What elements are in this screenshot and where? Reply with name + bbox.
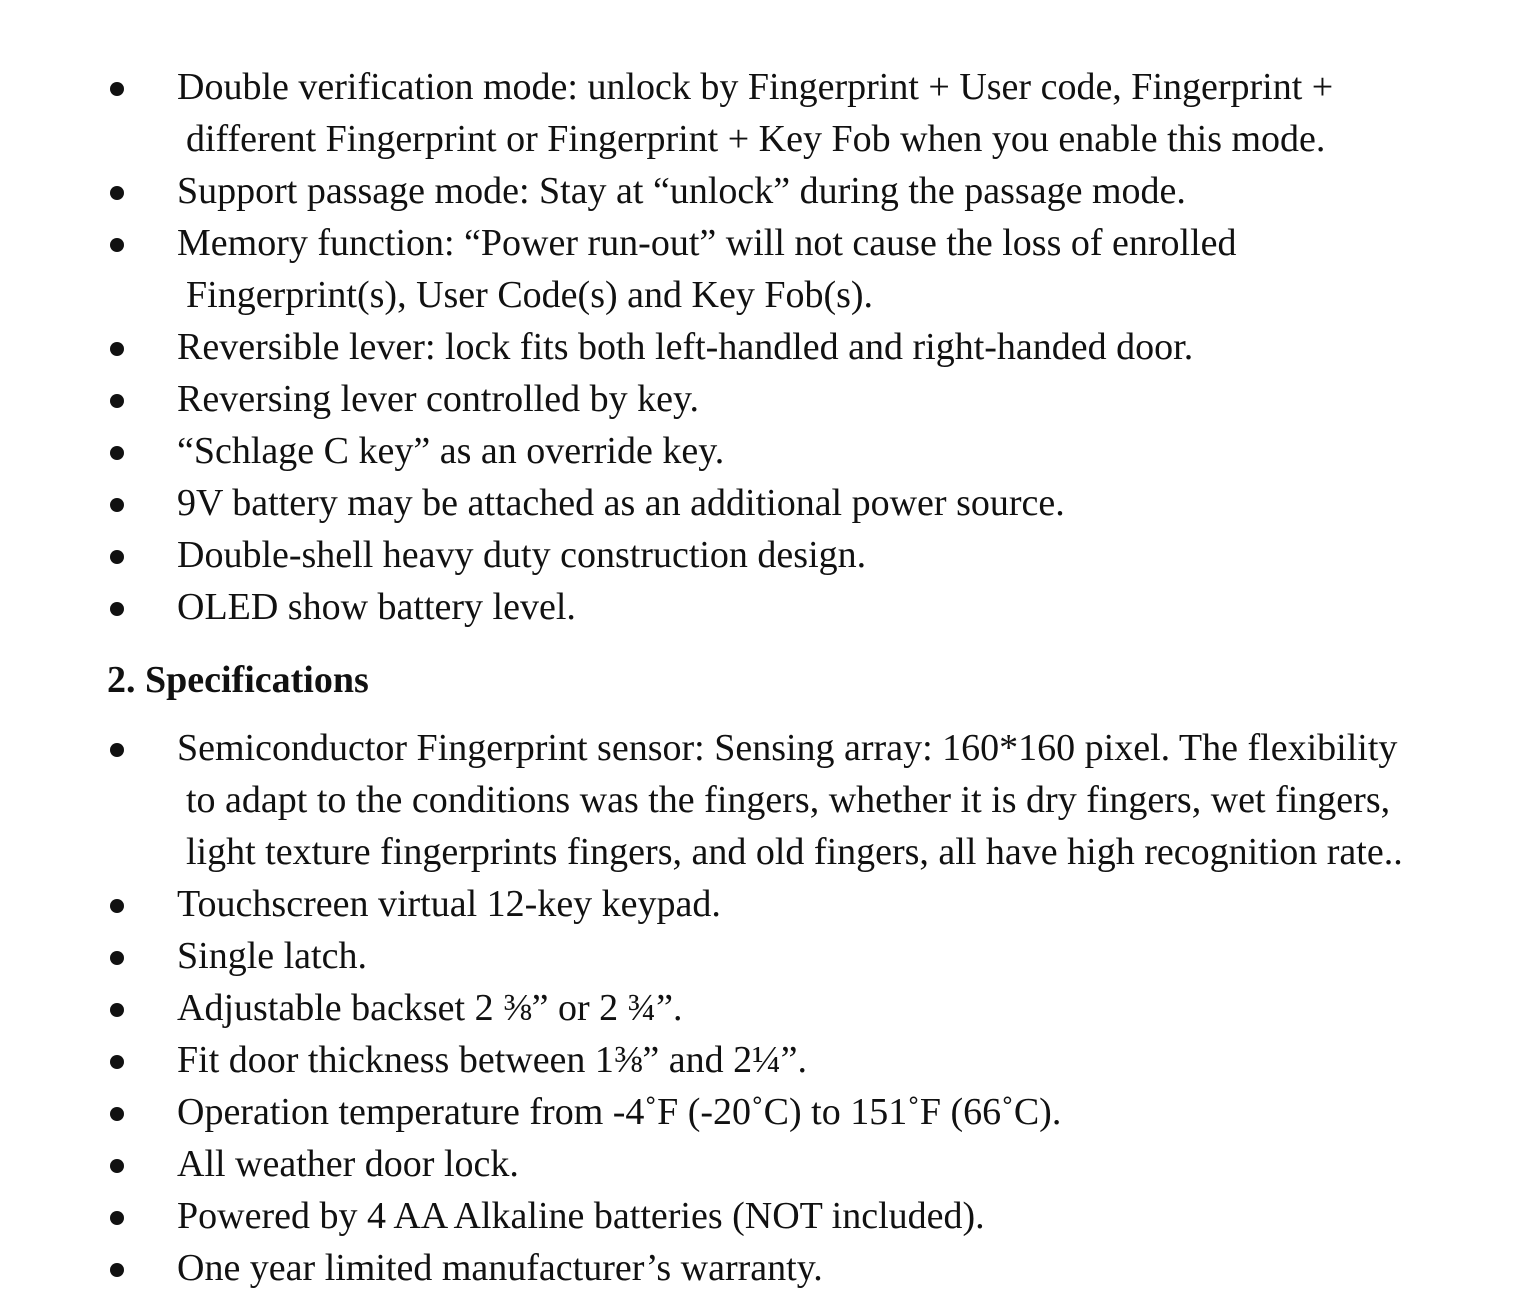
specification-item-text: light texture fingerprints fingers, and …	[186, 831, 1403, 873]
specification-item: Adjustable backset 2 ⅜” or 2 ¾”.	[0, 982, 1536, 1034]
bullet-icon	[110, 342, 124, 356]
bullet-icon	[110, 446, 124, 460]
bullet-icon	[110, 1211, 124, 1225]
bullet-icon	[110, 186, 124, 200]
bullet-icon	[110, 82, 124, 96]
feature-item: Reversible lever: lock fits both left-ha…	[0, 321, 1536, 373]
feature-item: “Schlage C key” as an override key.	[0, 425, 1536, 477]
section-heading-specifications: 2. Specifications	[107, 659, 369, 701]
feature-item-text: Support passage mode: Stay at “unlock” d…	[177, 170, 1186, 212]
feature-item-text: Fingerprint(s), User Code(s) and Key Fob…	[186, 274, 874, 316]
bullet-icon	[110, 951, 124, 965]
bullet-icon	[110, 1263, 124, 1277]
feature-item: Double-shell heavy duty construction des…	[0, 529, 1536, 581]
feature-item-text: Double-shell heavy duty construction des…	[177, 534, 867, 576]
specification-item: One year limited manufacturer’s warranty…	[0, 1242, 1536, 1294]
specification-item-text: Touchscreen virtual 12-key keypad.	[177, 883, 721, 925]
feature-item: OLED show battery level.	[0, 581, 1536, 633]
feature-item: Double verification mode: unlock by Fing…	[0, 61, 1536, 165]
bullet-icon	[110, 550, 124, 564]
specification-item-text: Operation temperature from -4˚F (-20˚C) …	[177, 1091, 1062, 1133]
specifications-list: Semiconductor Fingerprint sensor: Sensin…	[0, 722, 1536, 1294]
feature-item-text: OLED show battery level.	[177, 586, 576, 628]
specification-item-text: Adjustable backset 2 ⅜” or 2 ¾”.	[177, 987, 683, 1029]
specification-item: Semiconductor Fingerprint sensor: Sensin…	[0, 722, 1536, 878]
specification-item-text: Fit door thickness between 1⅜” and 2¼”.	[177, 1039, 808, 1081]
bullet-icon	[110, 238, 124, 252]
feature-item-text: “Schlage C key” as an override key.	[177, 430, 725, 472]
specification-item: All weather door lock.	[0, 1138, 1536, 1190]
feature-item-text: different Fingerprint or Fingerprint + K…	[186, 118, 1326, 160]
feature-item: Memory function: “Power run-out” will no…	[0, 217, 1536, 321]
specification-item-text: Single latch.	[177, 935, 367, 977]
bullet-icon	[110, 899, 124, 913]
specification-item: Single latch.	[0, 930, 1536, 982]
feature-item: Reversing lever controlled by key.	[0, 373, 1536, 425]
specification-item: Touchscreen virtual 12-key keypad.	[0, 878, 1536, 930]
specification-item-text: Semiconductor Fingerprint sensor: Sensin…	[177, 727, 1398, 769]
feature-item-text: Memory function: “Power run-out” will no…	[177, 222, 1237, 264]
feature-item: Support passage mode: Stay at “unlock” d…	[0, 165, 1536, 217]
bullet-icon	[110, 602, 124, 616]
feature-item-text: Double verification mode: unlock by Fing…	[177, 66, 1334, 108]
specification-item: Operation temperature from -4˚F (-20˚C) …	[0, 1086, 1536, 1138]
feature-item-text: 9V battery may be attached as an additio…	[177, 482, 1065, 524]
bullet-icon	[110, 1159, 124, 1173]
bullet-icon	[110, 394, 124, 408]
specification-item-text: Powered by 4 AA Alkaline batteries (NOT …	[177, 1195, 985, 1237]
bullet-icon	[110, 1055, 124, 1069]
bullet-icon	[110, 743, 124, 757]
specification-item-text: to adapt to the conditions was the finge…	[186, 779, 1391, 821]
bullet-icon	[110, 1107, 124, 1121]
specification-item-text: One year limited manufacturer’s warranty…	[177, 1247, 823, 1289]
specification-item: Powered by 4 AA Alkaline batteries (NOT …	[0, 1190, 1536, 1242]
specification-item: Fit door thickness between 1⅜” and 2¼”.	[0, 1034, 1536, 1086]
bullet-icon	[110, 1003, 124, 1017]
feature-item-text: Reversible lever: lock fits both left-ha…	[177, 326, 1194, 368]
bullet-icon	[110, 498, 124, 512]
features-list: Double verification mode: unlock by Fing…	[0, 61, 1536, 633]
feature-item: 9V battery may be attached as an additio…	[0, 477, 1536, 529]
specification-item-text: All weather door lock.	[177, 1143, 519, 1185]
feature-item-text: Reversing lever controlled by key.	[177, 378, 699, 420]
